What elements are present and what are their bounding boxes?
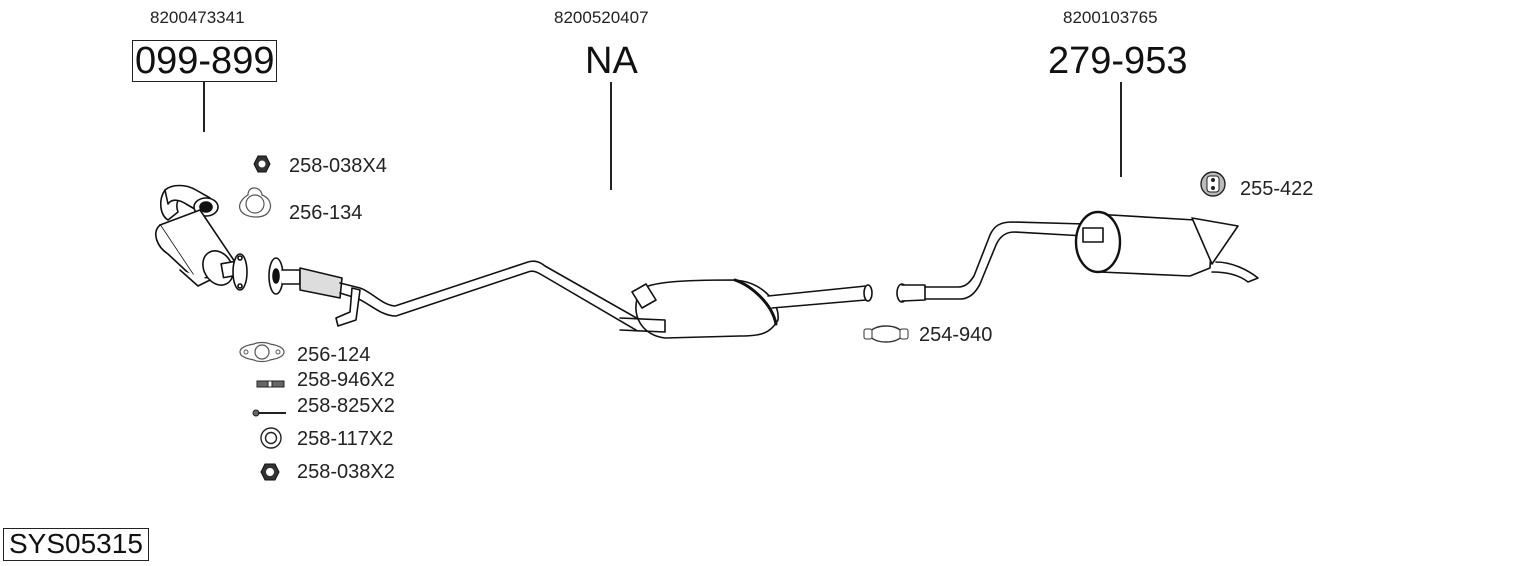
stud-icon bbox=[256, 380, 285, 388]
accessory-label[interactable]: 258-117X2 bbox=[297, 428, 394, 450]
nut-icon bbox=[260, 463, 280, 481]
part-number-middle-silencer[interactable]: NA bbox=[585, 40, 638, 82]
two-hole-gasket-icon bbox=[239, 341, 285, 363]
leader-line-rear-silencer bbox=[1120, 82, 1122, 177]
part-number-rear-silencer[interactable]: 279-953 bbox=[1048, 40, 1188, 82]
accessory-label[interactable]: 254-940 bbox=[919, 324, 993, 346]
rubber-mount-icon bbox=[1200, 171, 1226, 197]
bolt-icon bbox=[252, 409, 286, 417]
three-hole-gasket-icon bbox=[239, 187, 272, 218]
clamp-icon bbox=[863, 325, 909, 343]
oem-number-rear-silencer: 8200103765 bbox=[1063, 8, 1158, 27]
accessory-label[interactable]: 258-825X2 bbox=[297, 395, 395, 417]
accessory-label[interactable]: 256-124 bbox=[297, 344, 371, 366]
washer-ring-icon bbox=[260, 427, 282, 449]
oem-number-middle-silencer: 8200520407 bbox=[554, 8, 649, 27]
oem-number-catalyst: 8200473341 bbox=[150, 8, 245, 27]
accessory-label[interactable]: 256-134 bbox=[289, 202, 363, 224]
leader-line-catalyst bbox=[203, 82, 205, 132]
catalytic-converter-drawing bbox=[155, 184, 248, 291]
accessory-label[interactable]: 258-946X2 bbox=[297, 369, 395, 391]
rear-pipe-drawing bbox=[896, 221, 1086, 303]
front-pipe-drawing bbox=[268, 257, 641, 331]
rear-silencer-drawing bbox=[1074, 210, 1259, 283]
middle-silencer-drawing bbox=[619, 278, 873, 339]
system-id: SYS05315 bbox=[3, 528, 149, 561]
nut-icon bbox=[253, 155, 271, 173]
part-number-catalyst[interactable]: 099-899 bbox=[132, 40, 278, 82]
leader-line-middle-silencer bbox=[610, 82, 612, 190]
accessory-label[interactable]: 258-038X4 bbox=[289, 155, 387, 177]
accessory-label[interactable]: 258-038X2 bbox=[297, 461, 395, 483]
accessory-label[interactable]: 255-422 bbox=[1240, 178, 1314, 200]
